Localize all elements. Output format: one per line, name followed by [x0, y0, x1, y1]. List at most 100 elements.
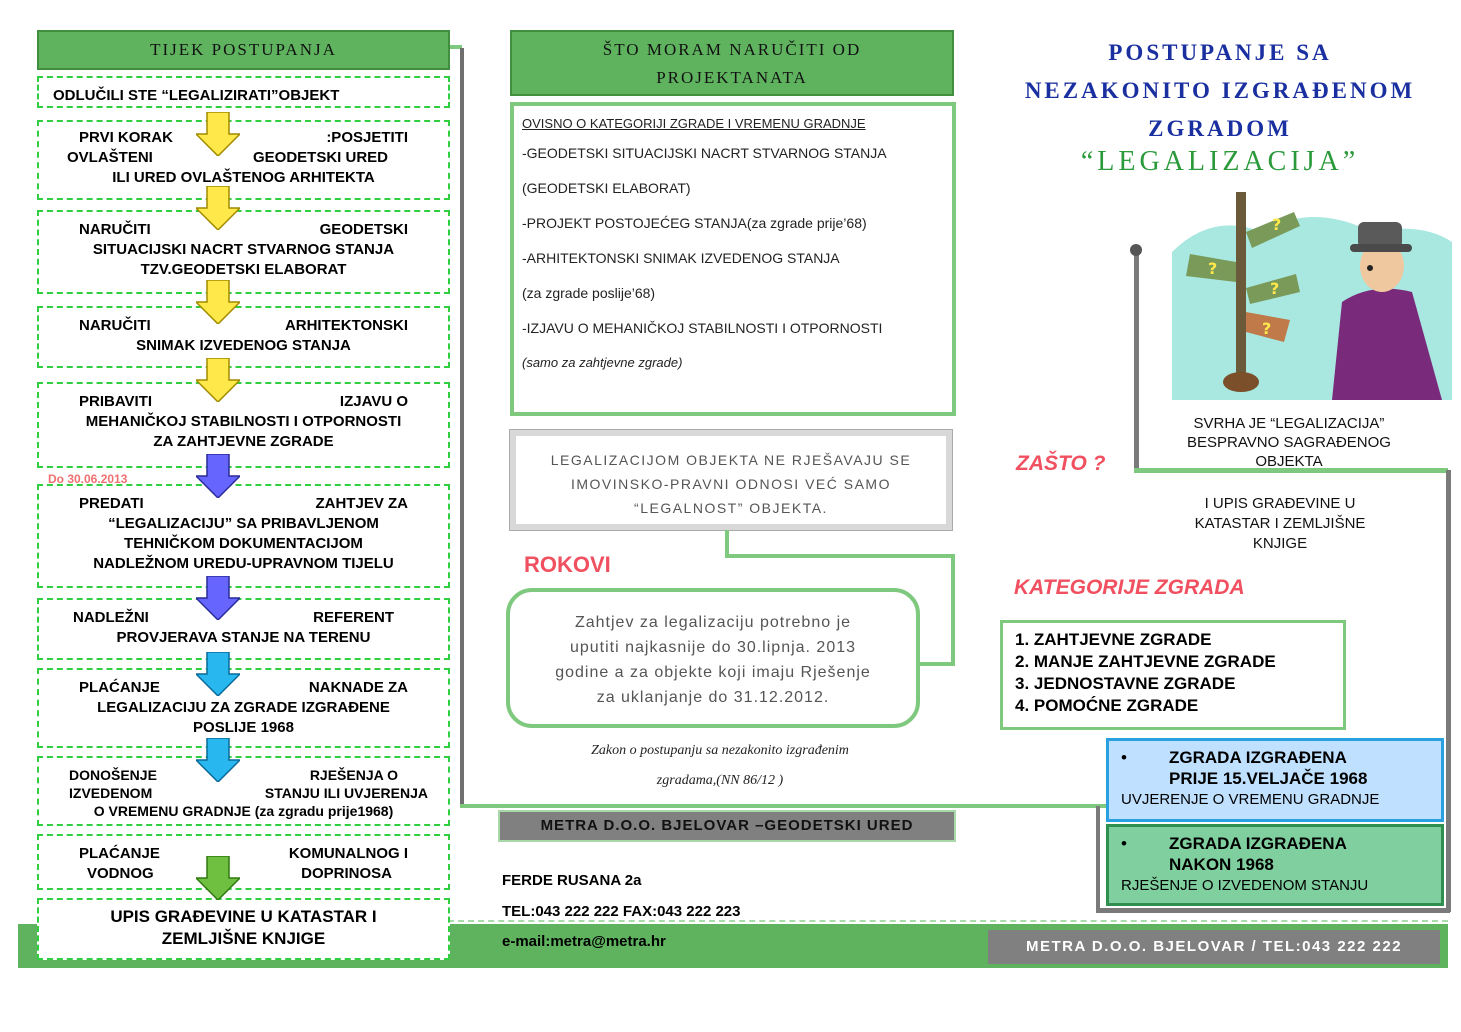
left-connector-right	[1096, 804, 1108, 808]
notice-connector-h	[725, 554, 955, 558]
step4-c: MEHANIČKOJ STABILNOSTI I OTPORNOSTI	[85, 413, 402, 430]
after-b: NAKON 1968	[1169, 855, 1274, 874]
decided-box: ODLUČILI STE “LEGALIZIRATI”OBJEKT	[37, 76, 450, 108]
before-a: ZGRADA IZGRAĐENA	[1169, 748, 1347, 767]
step5-d: TEHNIČKOM DOKUMENTACIJOM	[124, 535, 363, 552]
main-title-b: NEZAKONITO IZGRAĐENOM	[1024, 78, 1416, 103]
zasto-label: ZAŠTO ?	[1016, 452, 1106, 475]
purpose-text: SVRHA JE “LEGALIZACIJA” BESPRAVNO SAGRAĐ…	[1144, 414, 1434, 466]
step9-d: DOPRINOSA	[301, 865, 392, 882]
boxes-frame-left	[1096, 806, 1100, 912]
purpose-b: BESPRAVNO SAGRAĐENOG	[1187, 434, 1391, 451]
step6-c: PROVJERAVA STANJE NA TERENU	[116, 629, 371, 646]
purple-arrow-1-icon	[196, 454, 240, 498]
before-c: UVJERENJE O VREMENU GRADNJE	[1121, 791, 1380, 808]
left-divider	[460, 48, 464, 806]
category-1: 1. ZAHTJEVNE ZGRADE	[1015, 630, 1212, 649]
step5-a: PREDATI	[79, 495, 144, 512]
kategorije-label: KATEGORIJE ZGRADA	[1014, 576, 1245, 599]
step5-c: “LEGALIZACIJU” SA PRIBAVLJENOM	[108, 515, 379, 532]
bullet-icon: •	[1121, 748, 1127, 767]
svg-text:?: ?	[1262, 319, 1271, 338]
step8-box: DONOŠENJE RJEŠENJA O IZVEDENOM STANJU ILI …	[37, 756, 450, 826]
notice-connector-v2	[951, 554, 955, 666]
middle-header: ŠTO MORAM NARUČITI OD PROJEKTANATA	[510, 30, 954, 96]
legalizacija-title: “LEGALIZACIJA”	[1080, 146, 1360, 177]
step2-b: GEODETSKI	[319, 221, 408, 238]
step1-box: PRVI KORAK :POSJETITI OVLAŠTENI GEODETSKI …	[37, 120, 450, 200]
before-b: PRIJE 15.VELJAČE 1968	[1169, 769, 1368, 788]
law-a: Zakon o postupanju sa nezakonito izgrađe…	[591, 743, 849, 758]
email[interactable]: e-mail:metra@metra.hr	[502, 933, 666, 950]
middle-header-b: PROJEKTANATA	[656, 68, 808, 87]
order-item-3: -PROJEKT POSTOJEĆEG STANJA(za zgrade pri…	[522, 215, 867, 231]
boxes-frame-bottom	[1096, 908, 1450, 913]
rokovi-d: za uklanjanje do 31.12.2012.	[596, 689, 830, 706]
step1-b: :POSJETITI	[326, 129, 408, 146]
step1-a: PRVI KORAK	[79, 129, 173, 146]
purpose-frame-bottom	[1134, 468, 1448, 473]
upis-text: I UPIS GRAĐEVINE U KATASTAR I ZEMLJIŠNE …	[1150, 494, 1410, 554]
notice-b: IMOVINSKO-PRAVNI ODNOSI VEĆ SAMO	[570, 476, 891, 492]
before-1968-box: •ZGRADA IZGRAĐENA PRIJE 15.VELJAČE 1968 …	[1106, 738, 1444, 822]
rokovi-c: godine a za objekte koji imaju Rješenje	[555, 664, 871, 681]
step2-d: TZV.GEODETSKI ELABORAT	[140, 261, 347, 278]
step1-e: ILI URED OVLAŠTENOG ARHITEKTA	[112, 169, 375, 186]
category-4: 4. POMOĆNE ZGRADE	[1015, 696, 1199, 715]
step8-a: DONOŠENJE	[69, 767, 157, 783]
rokovi-b: uputiti najkasnije do 30.lipnja. 2013	[569, 639, 857, 656]
law-b: zgradama,(NN 86/12 )	[656, 773, 784, 788]
right-frame-v	[1446, 470, 1451, 912]
left-connector	[450, 45, 462, 49]
rokovi-label: ROKOVI	[524, 552, 611, 577]
purpose-a: SVRHA JE “LEGALIZACIJA”	[1193, 415, 1385, 432]
notice-c: “LEGALNOST” OBJEKTA.	[634, 500, 828, 516]
step2-a: NARUČITI	[79, 221, 151, 238]
notice-box: LEGALIZACIJOM OBJEKTA NE RJEŠAVAJU SE IM…	[509, 429, 953, 531]
after-a: ZGRADA IZGRAĐENA	[1169, 834, 1347, 853]
step3-b: ARHITEKTONSKI	[284, 317, 408, 334]
order-item-2: (GEODETSKI ELABORAT)	[522, 180, 691, 196]
step8-b: RJEŠENJA O	[309, 767, 398, 783]
step1-d: GEODETSKI URED	[252, 149, 388, 166]
notice-a: LEGALIZACIJOM OBJEKTA NE RJEŠAVAJU SE	[550, 452, 912, 468]
step5-b: ZAHTJEV ZA	[315, 495, 408, 512]
yellow-arrow-1-icon	[196, 112, 240, 156]
bullet-icon: •	[1121, 834, 1127, 853]
upis-a: I UPIS GRAĐEVINE U	[1204, 495, 1356, 512]
deadline-note: Do 30.06.2013	[48, 472, 128, 486]
purple-arrow-2-icon	[196, 576, 240, 620]
after-row-a: • ZGRADA IZGRAĐENA	[1121, 833, 1429, 854]
yellow-arrow-2-icon	[196, 186, 240, 230]
step9-c: VODNOG	[87, 865, 154, 882]
step8-c: IZVEDENOM	[69, 785, 153, 801]
green-arrow-icon	[196, 856, 240, 900]
step1-c: OVLAŠTENI	[67, 149, 153, 166]
address: FERDE RUSANA 2a	[502, 872, 642, 889]
order-list-title: OVISNO O KATEGORIJI ZGRADE I VREMENU GRA…	[522, 116, 866, 131]
upis-b: KATASTAR I ZEMLJIŠNE	[1194, 515, 1366, 532]
company-bar: METRA D.O.O. BJELOVAR –GEODETSKI URED	[498, 810, 956, 842]
order-item-7: (samo za zahtjevne zgrade)	[522, 355, 683, 370]
step9-a: PLAĆANJE	[79, 845, 160, 862]
step6-b: REFERENT	[313, 609, 394, 626]
step4-b: IZJAVU O	[339, 393, 408, 410]
step8-e: O VREMENU GRADNJE (za zgradu prije1968)	[93, 803, 394, 819]
category-3: 3. JEDNOSTAVNE ZGRADE	[1015, 674, 1236, 693]
upis-c: KNJIGE	[1252, 535, 1308, 552]
law-reference: Zakon o postupanju sa nezakonito izgrađe…	[510, 736, 930, 796]
step7-d: POSLIJE 1968	[193, 719, 294, 736]
rokovi-box: Zahtjev za legalizaciju potrebno je uput…	[506, 588, 920, 728]
final-a: UPIS GRAĐEVINE U KATASTAR I	[110, 907, 377, 926]
order-item-1: -GEODETSKI SITUACIJSKI NACRT STVARNOG ST…	[522, 145, 887, 161]
step8-d: STANJU ILI UVJERENJA	[264, 785, 428, 801]
yellow-arrow-4-icon	[196, 358, 240, 402]
notice-connector-h2	[918, 662, 955, 666]
step7-a: PLAĆANJE	[79, 679, 160, 696]
middle-header-a: ŠTO MORAM NARUČITI OD	[602, 40, 862, 59]
after-c: RJEŠENJE O IZVEDENOM STANJU	[1121, 877, 1369, 894]
purpose-frame-left	[1134, 250, 1139, 472]
